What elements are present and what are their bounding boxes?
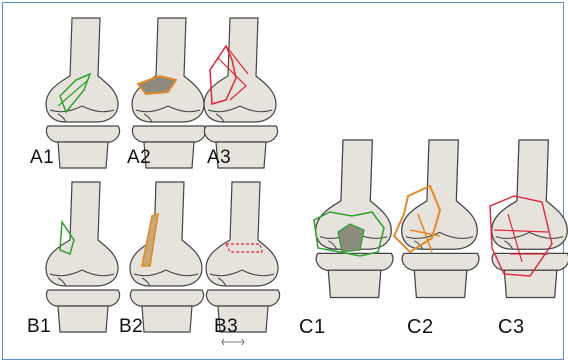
panel-b3 [206, 182, 280, 332]
label-a3: A3 [207, 147, 231, 169]
panel-c3 [490, 140, 568, 298]
panel-a1 [46, 18, 120, 168]
panel-b1 [46, 182, 120, 332]
label-a2: A2 [127, 147, 151, 169]
label-a1: A1 [30, 147, 54, 169]
panel-b2 [130, 182, 204, 332]
panel-a2 [132, 18, 206, 168]
panel-c1 [314, 140, 393, 298]
label-c2: C2 [407, 316, 434, 339]
label-b3: B3 [214, 316, 238, 338]
panel-c2 [394, 140, 479, 298]
label-c1: C1 [299, 316, 326, 339]
label-b1: B1 [27, 316, 51, 338]
label-b2: B2 [119, 316, 143, 338]
panel-a3 [204, 18, 278, 168]
label-c3: C3 [498, 316, 525, 339]
